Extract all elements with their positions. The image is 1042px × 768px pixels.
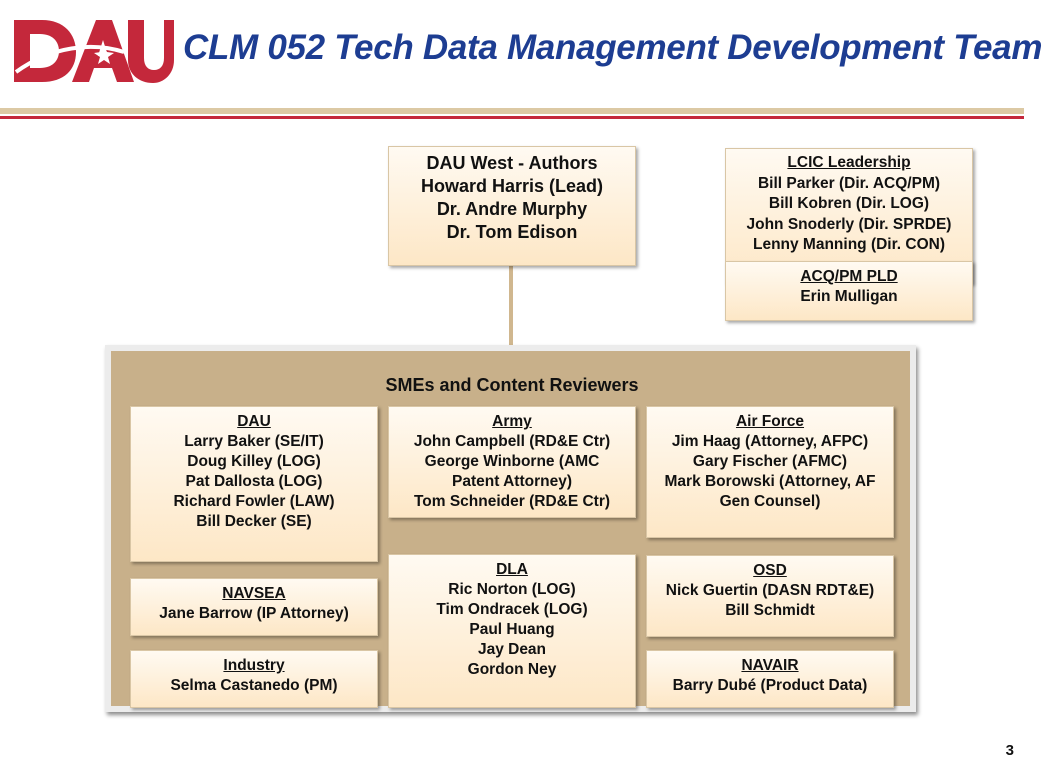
dau-member: Larry Baker (SE/IT): [184, 433, 324, 450]
navsea-member: Jane Barrow (IP Attorney): [159, 605, 349, 622]
air-force-box: Air Force Jim Haag (Attorney, AFPC) Gary…: [646, 406, 894, 538]
dau-logo: [14, 20, 174, 83]
authors-member: Dr. Tom Edison: [446, 222, 578, 242]
air-force-member: Mark Borowski (Attorney, AF Gen Counsel): [664, 473, 876, 510]
air-force-heading: Air Force: [735, 413, 805, 430]
authors-connector: [509, 266, 513, 354]
page-number: 3: [1005, 742, 1014, 759]
dla-box: DLA Ric Norton (LOG) Tim Ondracek (LOG) …: [388, 554, 636, 708]
dla-member: Paul Huang: [469, 621, 555, 638]
osd-member: Nick Guertin (DASN RDT&E): [665, 582, 875, 599]
acq-pm-box: ACQ/PM PLD Erin Mulligan: [725, 261, 973, 321]
dla-member: Tim Ondracek (LOG): [436, 601, 588, 618]
authors-box: DAU West - Authors Howard Harris (Lead) …: [388, 146, 636, 266]
acq-pm-heading: ACQ/PM PLD: [800, 268, 898, 285]
dau-member: Pat Dallosta (LOG): [185, 473, 323, 490]
lcic-member: Bill Parker (Dir. ACQ/PM): [757, 174, 941, 192]
dla-heading: DLA: [496, 561, 528, 578]
dau-member: Richard Fowler (LAW): [173, 493, 335, 510]
lcic-member: Lenny Manning (Dir. CON): [752, 236, 946, 253]
dla-member: Gordon Ney: [467, 661, 557, 678]
army-box: Army John Campbell (RD&E Ctr) George Win…: [388, 406, 636, 518]
army-member: Tom Schneider (RD&E Ctr): [413, 493, 611, 510]
authors-member: Howard Harris (Lead): [420, 176, 604, 196]
army-member: John Campbell (RD&E Ctr): [413, 433, 611, 450]
navsea-box: NAVSEA Jane Barrow (IP Attorney): [130, 578, 378, 636]
authors-heading: DAU West - Authors: [426, 153, 598, 173]
industry-member: Selma Castanedo (PM): [170, 677, 338, 694]
osd-heading: OSD: [753, 562, 787, 579]
osd-member: Bill Schmidt: [725, 602, 815, 619]
navsea-heading: NAVSEA: [222, 585, 286, 602]
smes-panel-title: SMEs and Content Reviewers: [385, 375, 639, 395]
industry-box: Industry Selma Castanedo (PM): [130, 650, 378, 708]
acq-pm-member: Erin Mulligan: [800, 288, 898, 305]
dla-member: Jay Dean: [477, 641, 547, 658]
osd-box: OSD Nick Guertin (DASN RDT&E) Bill Schmi…: [646, 555, 894, 637]
army-heading: Army: [492, 413, 532, 430]
navair-member: Barry Dubé (Product Data): [672, 677, 868, 694]
navair-box: NAVAIR Barry Dubé (Product Data): [646, 650, 894, 708]
lcic-member: Bill Kobren (Dir. LOG): [768, 195, 930, 212]
air-force-member: Jim Haag (Attorney, AFPC): [671, 433, 869, 450]
air-force-member: Gary Fischer (AFMC): [692, 453, 848, 470]
dla-member: Ric Norton (LOG): [448, 581, 576, 598]
lcic-heading: LCIC Leadership: [787, 154, 911, 171]
navair-heading: NAVAIR: [741, 657, 799, 674]
header-divider-red: [0, 116, 1024, 119]
dau-member: Doug Killey (LOG): [187, 453, 321, 470]
header-divider-gold: [0, 108, 1024, 114]
industry-heading: Industry: [223, 657, 285, 674]
dau-sme-box: DAU Larry Baker (SE/IT) Doug Killey (LOG…: [130, 406, 378, 562]
authors-member: Dr. Andre Murphy: [436, 199, 588, 219]
lcic-member: John Snoderly (Dir. SPRDE): [746, 215, 952, 233]
page-title: CLM 052 Tech Data Management Development…: [183, 28, 1042, 67]
army-member: George Winborne (AMC Patent Attorney): [424, 453, 600, 490]
dau-heading: DAU: [237, 413, 271, 430]
dau-member: Bill Decker (SE): [196, 513, 312, 530]
